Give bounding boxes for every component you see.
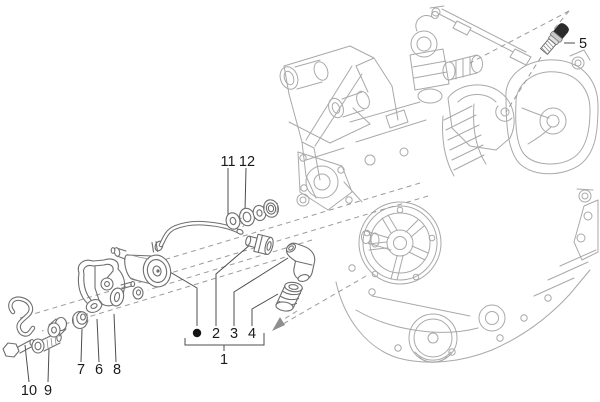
part-nut-7	[71, 310, 89, 330]
part-elbow-3	[285, 242, 316, 282]
part-label-2: 2	[212, 326, 220, 342]
engine-line-art	[279, 5, 599, 363]
group-bracket-1	[184, 333, 265, 351]
part-bolt-9	[31, 331, 62, 354]
leader-7	[80, 328, 83, 363]
part-hex-bolt	[2, 338, 35, 358]
callout-labels: 1 2 3 4 5 6 7 8 9 10 11 12	[21, 36, 587, 399]
part-label-10: 10	[21, 383, 37, 399]
sensor-cap	[552, 23, 569, 40]
part-bent-pipe	[158, 220, 244, 248]
part-sleeve-4	[275, 281, 303, 312]
part-hex-nut	[263, 199, 279, 218]
part-label-5: 5	[579, 36, 587, 52]
part-label-6: 6	[95, 362, 103, 378]
arrowhead-icon	[272, 317, 285, 331]
part-sensor-5	[539, 23, 569, 56]
part-hook-clip	[8, 296, 36, 337]
leader-4	[251, 293, 279, 326]
leader-2	[215, 243, 252, 326]
part-label-4: 4	[248, 326, 256, 342]
part-washer-11	[225, 212, 241, 230]
part-nut-12	[239, 207, 255, 228]
leader-9	[47, 348, 50, 383]
leader-lines	[24, 42, 575, 383]
part-label-1: 1	[220, 352, 228, 368]
leader-3	[233, 257, 289, 326]
part-washer-plain	[252, 204, 267, 222]
part-label-12: 12	[239, 154, 255, 170]
part-label-8: 8	[113, 362, 121, 378]
leader-dot	[169, 271, 198, 326]
leader-6	[96, 318, 100, 363]
part-spacer-6	[47, 316, 68, 338]
part-label-9: 9	[44, 383, 52, 399]
part-label-7: 7	[77, 362, 85, 378]
sensor-guide-dashes	[469, 10, 570, 113]
assembly-axis-dashes	[19, 182, 429, 332]
part-bracket-6-8	[77, 258, 126, 313]
part-washer-small	[132, 286, 144, 300]
leader-10	[24, 344, 30, 383]
part-label-3: 3	[230, 326, 238, 342]
leader-8	[113, 313, 117, 363]
part-union-2	[245, 233, 274, 256]
leader-12	[244, 167, 247, 212]
part-stud-pin	[120, 280, 136, 290]
part-valve-assembly	[110, 240, 172, 288]
exploded-parts	[2, 23, 569, 358]
kit-dot-marker	[192, 328, 202, 338]
mount-arrow-dashes	[272, 275, 367, 331]
part-label-11: 11	[220, 154, 235, 170]
